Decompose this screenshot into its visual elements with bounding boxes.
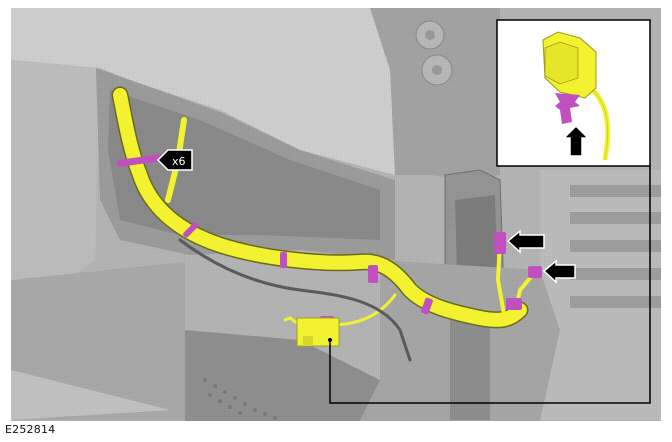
callout-leader-line [329,166,651,404]
detail-clip-arrow [562,124,590,157]
detail-inset [496,19,651,167]
clip-arrow-2 [542,259,576,284]
clip-icon [555,93,580,124]
cable-ties-arrow: x6 [156,149,193,171]
harness-connector [296,317,340,347]
clip-arrow-1 [506,229,545,254]
cable-tie-count-label: x6 [172,155,186,168]
figure-id-label: E252814 [3,423,58,436]
